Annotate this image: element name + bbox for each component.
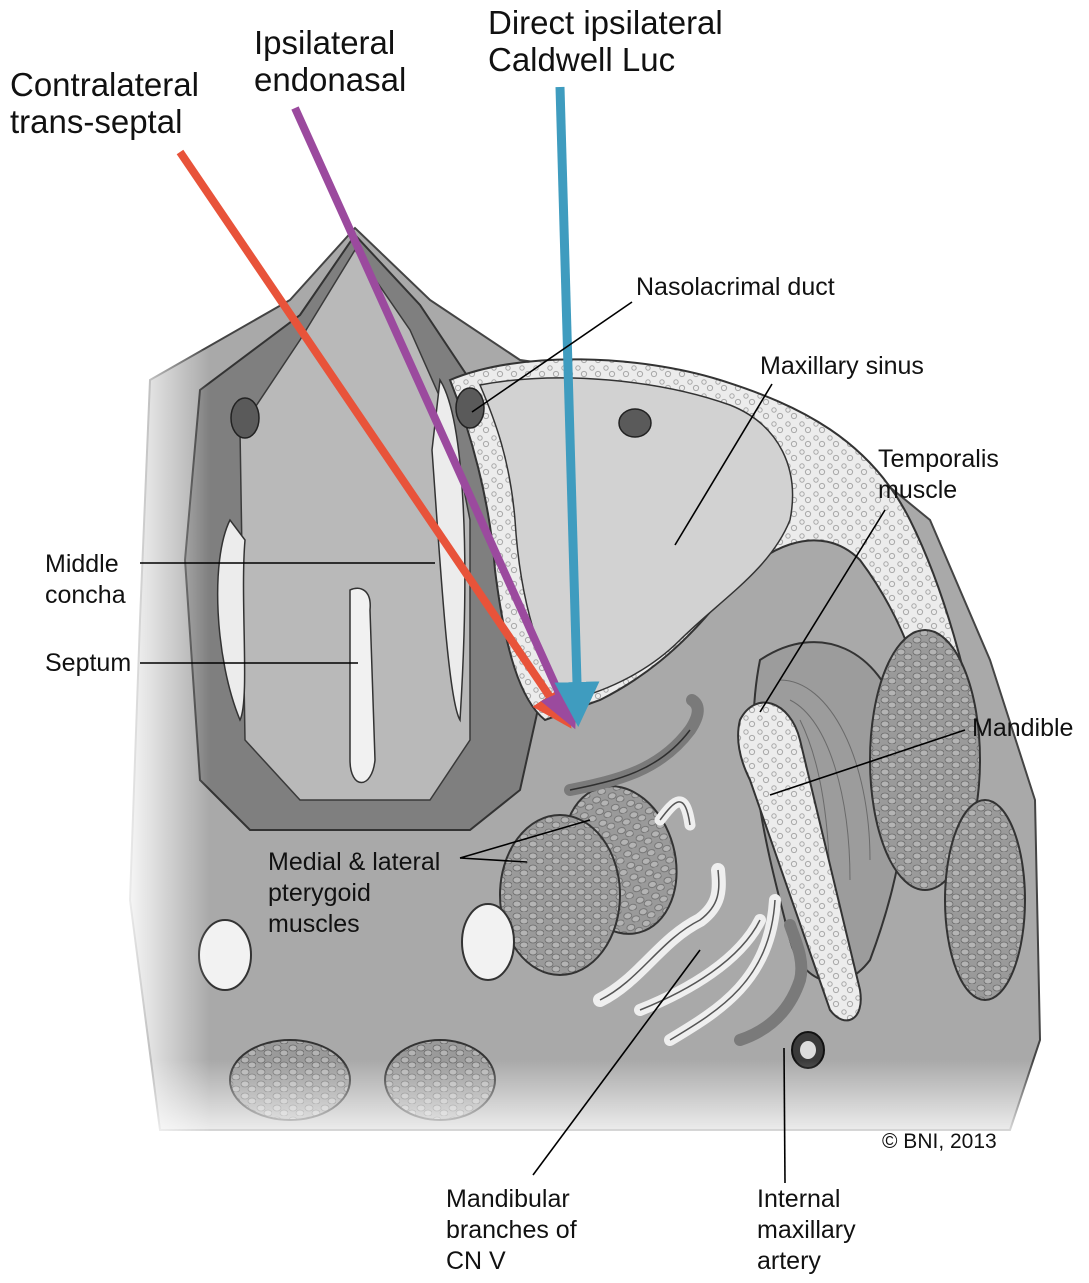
- ipsilateral-label: Ipsilateral endonasal: [254, 24, 406, 98]
- mandibular-branches-line3: CN V: [446, 1246, 577, 1277]
- direct-line1: Direct ipsilateral: [488, 4, 723, 41]
- mandibular-branches-label: Mandibular branches of CN V: [446, 1184, 577, 1277]
- contralateral-line1: Contralateral: [10, 66, 199, 103]
- pterygoid-label: Medial & lateral pterygoid muscles: [268, 847, 440, 940]
- contralateral-line2: trans-septal: [10, 103, 199, 140]
- copyright-label: © BNI, 2013: [882, 1126, 997, 1157]
- pterygoid-line3: muscles: [268, 909, 440, 940]
- temporalis-line2: muscle: [878, 475, 999, 506]
- artery-line2: maxillary: [757, 1215, 856, 1246]
- maxillary-sinus-label: Maxillary sinus: [760, 351, 924, 382]
- contralateral-label: Contralateral trans-septal: [10, 66, 199, 140]
- temporalis-line1: Temporalis: [878, 445, 999, 473]
- ipsilateral-line1: Ipsilateral: [254, 24, 395, 61]
- septum-label: Septum: [45, 648, 131, 679]
- medial-pterygoid-shape: [500, 815, 620, 975]
- mandibular-branches-line1: Mandibular: [446, 1185, 570, 1213]
- mandible-label: Mandible: [972, 713, 1073, 744]
- internal-maxillary-artery-label: Internal maxillary artery: [757, 1184, 856, 1277]
- middle-concha-line2: concha: [45, 580, 126, 611]
- middle-concha-label: Middle concha: [45, 549, 126, 611]
- artery-line1: Internal: [757, 1185, 840, 1213]
- middle-concha-line1: Middle: [45, 550, 119, 578]
- nasolacrimal-duct-label: Nasolacrimal duct: [636, 272, 835, 303]
- temporalis-label: Temporalis muscle: [878, 444, 999, 506]
- ipsilateral-line2: endonasal: [254, 61, 406, 98]
- pterygoid-line2: pterygoid: [268, 878, 440, 909]
- direct-line2: Caldwell Luc: [488, 41, 723, 78]
- mandibular-branches-line2: branches of: [446, 1215, 577, 1246]
- artery-line3: artery: [757, 1246, 856, 1277]
- pterygoid-line1: Medial & lateral: [268, 848, 440, 876]
- nasolacrimal-duct-shape: [456, 388, 484, 428]
- leader-artery: [784, 1048, 785, 1183]
- direct-label: Direct ipsilateral Caldwell Luc: [488, 4, 723, 78]
